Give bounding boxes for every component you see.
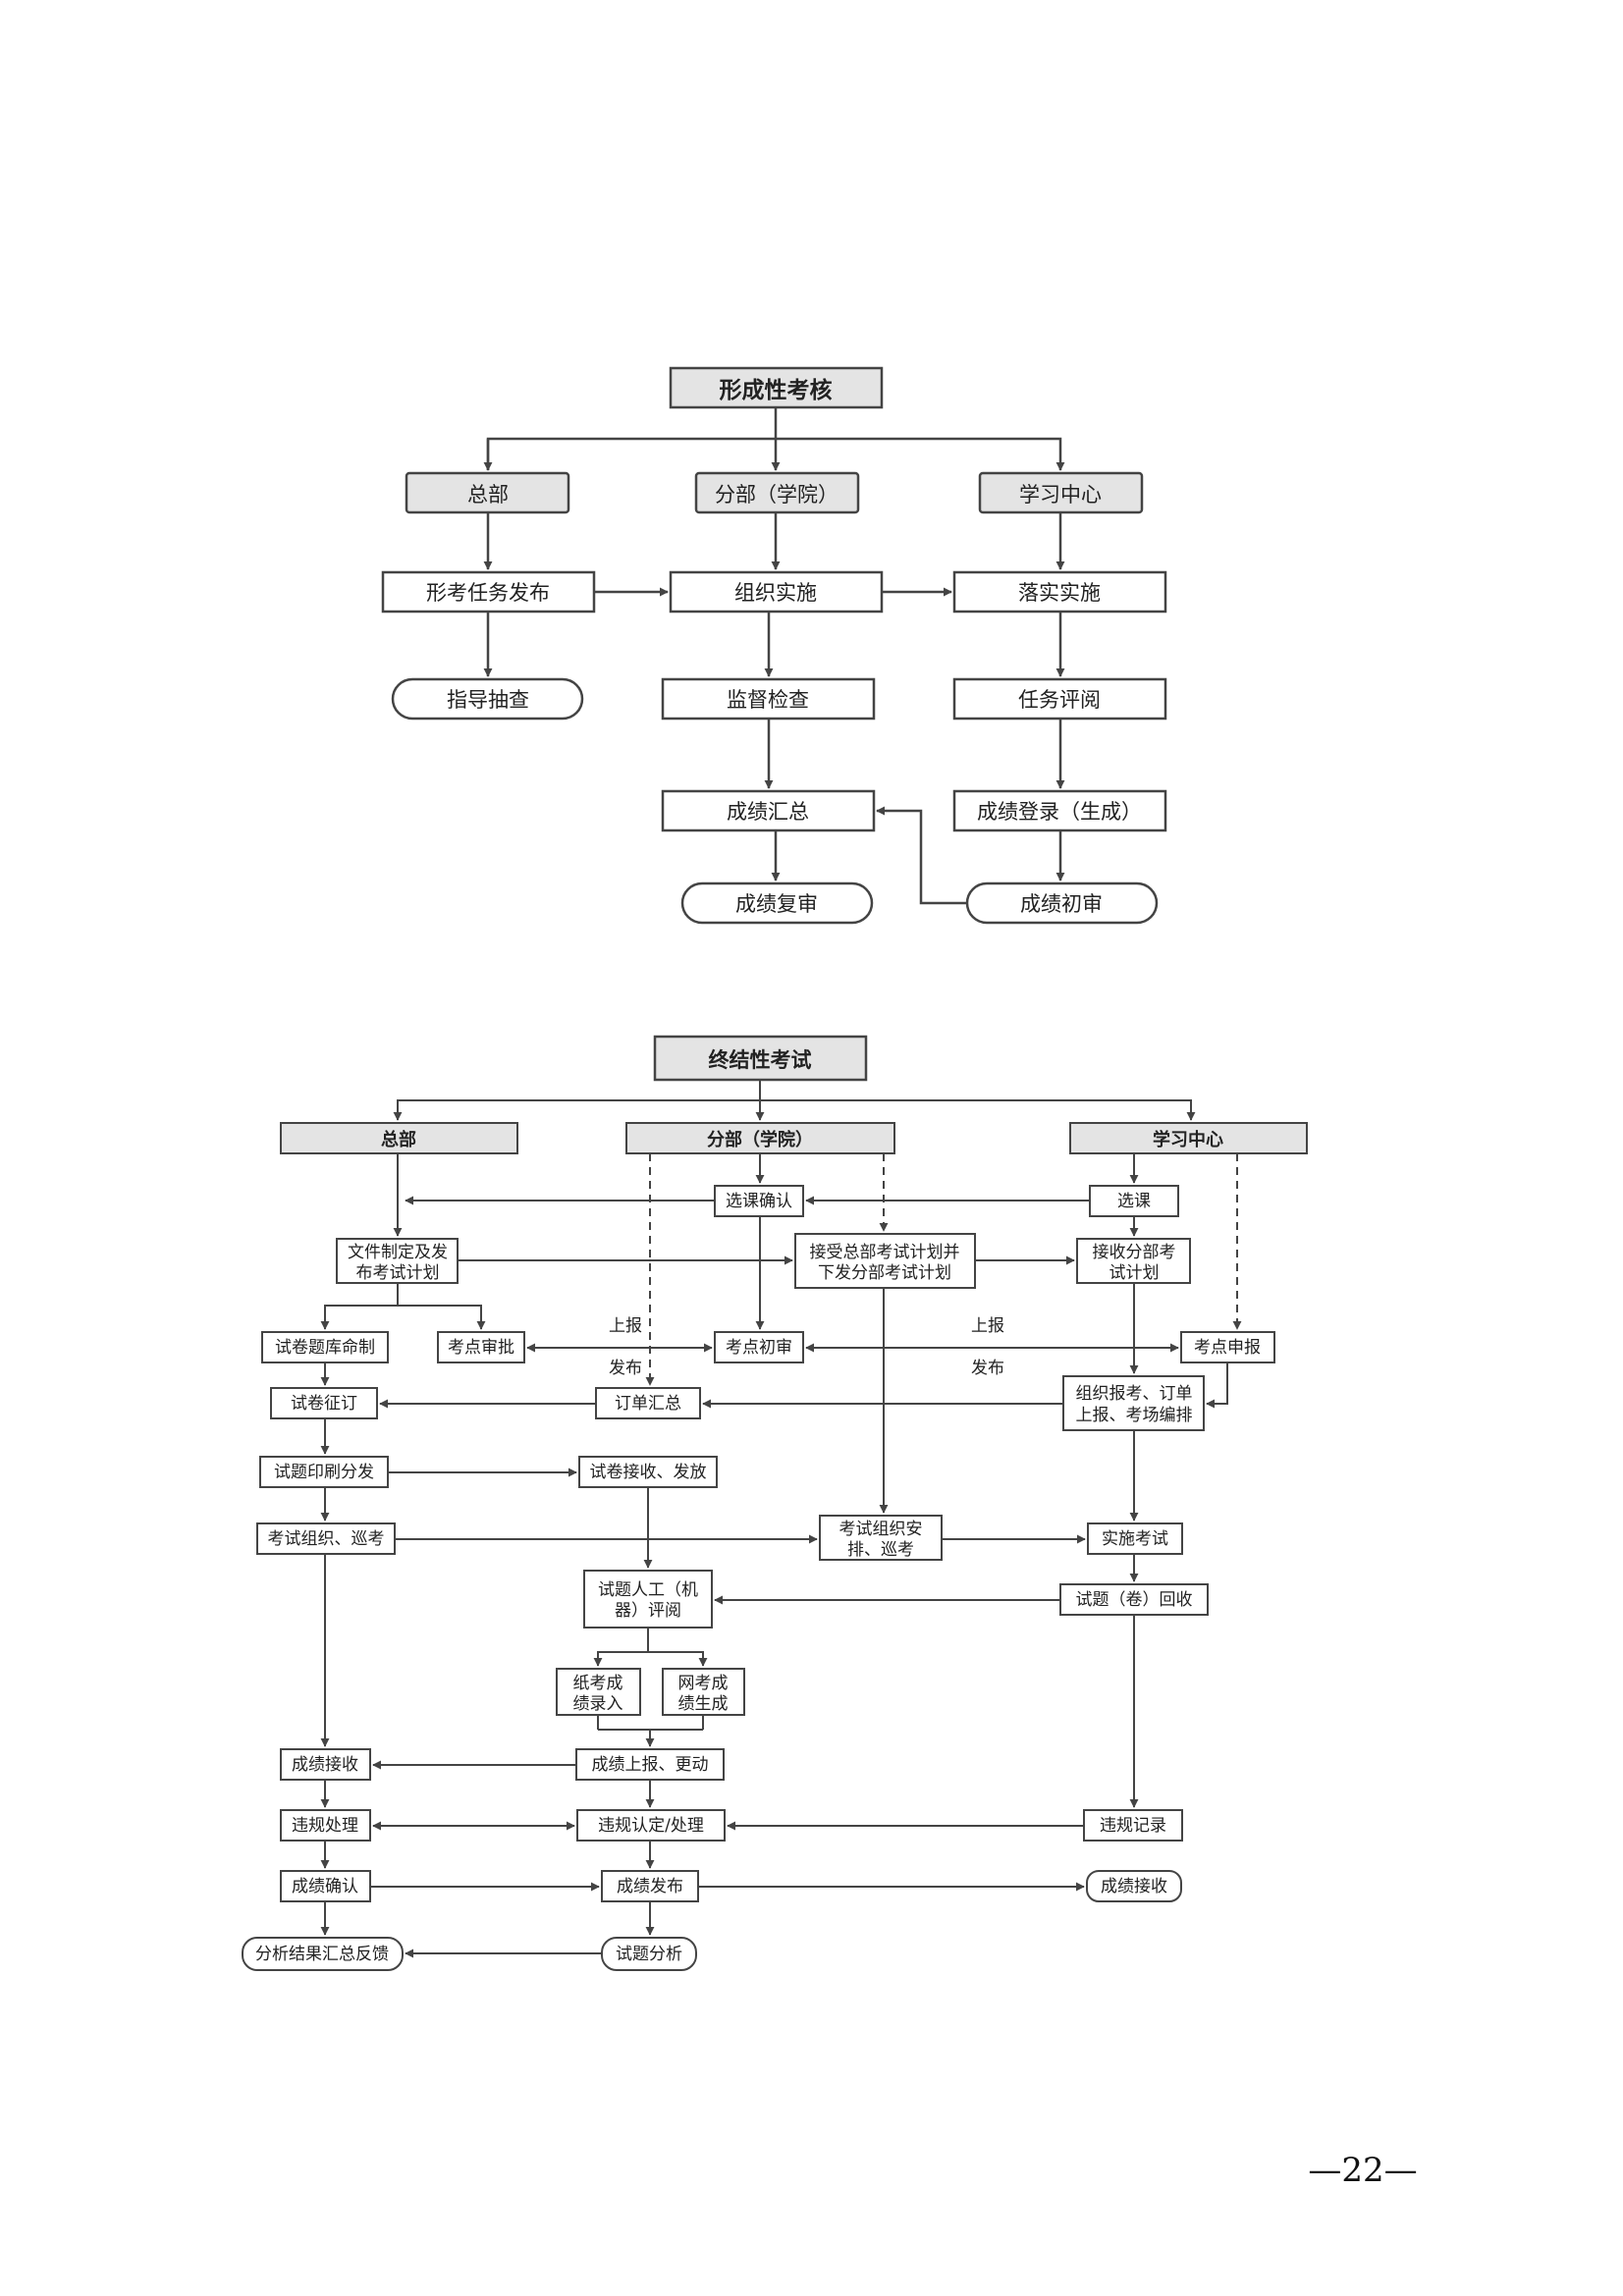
d1-register-label: 成绩登录（生成） — [977, 800, 1142, 824]
d1-task-publish-label: 形考任务发布 — [426, 581, 550, 605]
d2-viol-confirm-label: 违规认定/处理 — [598, 1816, 704, 1836]
d1-implement-label: 落实实施 — [1018, 581, 1101, 605]
d2-bank-label: 试卷题库命制 — [275, 1338, 375, 1358]
d2-header-branch-label: 分部（学院） — [707, 1129, 813, 1150]
d2-exam-arrange-box — [819, 1515, 943, 1561]
d2-exam-org-label: 考试组织、巡考 — [268, 1529, 385, 1549]
d2-score-recv-box — [280, 1748, 371, 1781]
d2-connectors — [320, 1080, 1228, 1958]
d2-net-score-label-2: 绩生成 — [678, 1694, 729, 1714]
d2-recv-paper-label: 试卷接收、发放 — [590, 1463, 707, 1482]
d2-exam-org-box — [256, 1522, 396, 1555]
d2-score-recv2-label: 成绩接收 — [1101, 1877, 1167, 1896]
d2-recv-plan-label-2: 试计划 — [1109, 1263, 1160, 1283]
d1-review-label: 任务评阅 — [1018, 688, 1101, 712]
d2-edge-label-publish-2: 发布 — [971, 1359, 1004, 1378]
d2-score-recv2-box — [1086, 1870, 1182, 1902]
d2-course-confirm-box — [714, 1185, 804, 1217]
d2-header-branch — [625, 1122, 895, 1154]
d1-connectors — [483, 407, 1065, 905]
d1-text-layer: 形成性考核 总部 分部（学院） 学习中心 形考任务发布 指导抽查 组织实施 监督… — [426, 377, 1142, 916]
d2-site-approve-label: 考点审批 — [448, 1338, 514, 1358]
d2-title-box — [653, 1035, 868, 1082]
d2-site-apply-box — [1180, 1331, 1275, 1363]
d2-grading-box — [583, 1570, 713, 1629]
d2-accept-plan-label-1: 接受总部考试计划并 — [810, 1243, 960, 1262]
d2-edge-label-publish-1: 发布 — [609, 1359, 642, 1378]
d2-title: 终结性考试 — [709, 1048, 812, 1072]
d2-site-apply-label: 考点申报 — [1194, 1338, 1261, 1358]
d2-exam-do-box — [1087, 1522, 1183, 1555]
d2-header-hq — [280, 1122, 518, 1154]
d1-summary-label: 成绩汇总 — [727, 800, 809, 824]
d2-recv-plan-box — [1076, 1238, 1191, 1284]
d2-viol-record-label: 违规记录 — [1100, 1816, 1166, 1836]
d1-recheck-label: 成绩复审 — [735, 892, 818, 916]
d2-analysis-label: 试题分析 — [616, 1945, 682, 1964]
d1-header-center-label: 学习中心 — [1019, 483, 1102, 507]
d2-site-approve-box — [437, 1331, 525, 1363]
d2-grading-label-1: 试题人工（机 — [598, 1580, 698, 1600]
formative-assessment-diagram — [381, 366, 1167, 925]
d1-header-hq-label: 总部 — [467, 483, 509, 507]
d2-site-initial-label: 考点初审 — [726, 1338, 792, 1358]
d1-header-branch-label: 分部（学院） — [715, 483, 839, 507]
d2-analysis-fb-label: 分析结果汇总反馈 — [255, 1945, 389, 1964]
d1-organize-label: 组织实施 — [734, 581, 817, 605]
d1-supervise-label: 监督检查 — [727, 688, 809, 712]
d2-score-recv-label: 成绩接收 — [292, 1755, 358, 1775]
d2-paper-score-label-2: 绩录入 — [573, 1694, 623, 1714]
d1-supervise-box — [661, 677, 876, 721]
d2-exam-do-label: 实施考试 — [1102, 1529, 1168, 1549]
d1-title-box — [669, 366, 884, 409]
d2-edge-label-report-1: 上报 — [609, 1316, 642, 1336]
d1-summary-box — [661, 789, 876, 832]
d2-dashed-connectors — [645, 1153, 1242, 1386]
d2-score-publish-label: 成绩发布 — [617, 1877, 683, 1896]
d2-recv-paper-box — [578, 1456, 718, 1488]
d2-recv-plan-label-1: 接收分部考 — [1093, 1243, 1176, 1262]
d2-org-reg-label-1: 组织报考、订单 — [1076, 1384, 1193, 1404]
d2-course-confirm-label: 选课确认 — [726, 1192, 792, 1211]
d2-collect-label: 试题（卷）回收 — [1076, 1590, 1193, 1610]
d2-grading-label-2: 器）评阅 — [615, 1601, 681, 1621]
d1-organize-box — [669, 570, 884, 614]
d2-text-layer: 终结性考试 总部 分部（学院） 学习中心 选课确认 选课 文件制定及发 布考试计… — [255, 1048, 1261, 1964]
d2-viol-confirm-box — [576, 1809, 726, 1842]
d2-doc-make-label-1: 文件制定及发 — [348, 1243, 448, 1262]
d2-site-initial-box — [714, 1331, 804, 1363]
d2-accept-plan-label-2: 下发分部考试计划 — [818, 1263, 951, 1283]
d2-header-center — [1069, 1122, 1308, 1154]
d2-exam-arrange-label-2: 排、巡考 — [847, 1540, 914, 1560]
d1-initial-label: 成绩初审 — [1020, 892, 1103, 916]
d2-header-hq-label: 总部 — [381, 1129, 416, 1150]
d2-doc-make-label-2: 布考试计划 — [356, 1263, 440, 1283]
d2-exam-arrange-label-1: 考试组织安 — [839, 1520, 923, 1539]
d2-order-label: 试卷征订 — [291, 1394, 357, 1414]
d1-title: 形成性考核 — [720, 377, 833, 403]
d2-header-center-label: 学习中心 — [1153, 1129, 1223, 1150]
d2-net-score-box — [662, 1668, 745, 1716]
d1-guide-check-box — [391, 677, 584, 721]
d2-analysis-fb-box — [242, 1937, 404, 1971]
d2-paper-score-box — [556, 1668, 641, 1716]
d2-viol-handle-label: 违规处理 — [292, 1816, 358, 1836]
d1-guide-check-label: 指导抽查 — [447, 688, 529, 712]
d2-paper-score-label-1: 纸考成 — [573, 1674, 623, 1693]
d2-score-publish-box — [601, 1870, 699, 1902]
d1-recheck-box — [680, 881, 874, 925]
d1-header-branch — [694, 471, 860, 514]
d2-order-sum-label: 订单汇总 — [615, 1394, 681, 1414]
d2-print-label: 试题印刷分发 — [274, 1463, 374, 1482]
d2-org-reg-label-2: 上报、考场编排 — [1076, 1406, 1193, 1425]
d2-accept-plan-box — [794, 1233, 976, 1289]
page-number: —22— — [1308, 2151, 1417, 2190]
summative-exam-diagram — [242, 1035, 1308, 1971]
d2-score-report-label: 成绩上报、更动 — [592, 1755, 709, 1775]
d2-score-confirm-label: 成绩确认 — [292, 1877, 358, 1896]
d2-course-select-label: 选课 — [1117, 1192, 1151, 1211]
d2-net-score-label-1: 网考成 — [678, 1674, 729, 1693]
d2-edge-label-report-2: 上报 — [971, 1316, 1004, 1336]
